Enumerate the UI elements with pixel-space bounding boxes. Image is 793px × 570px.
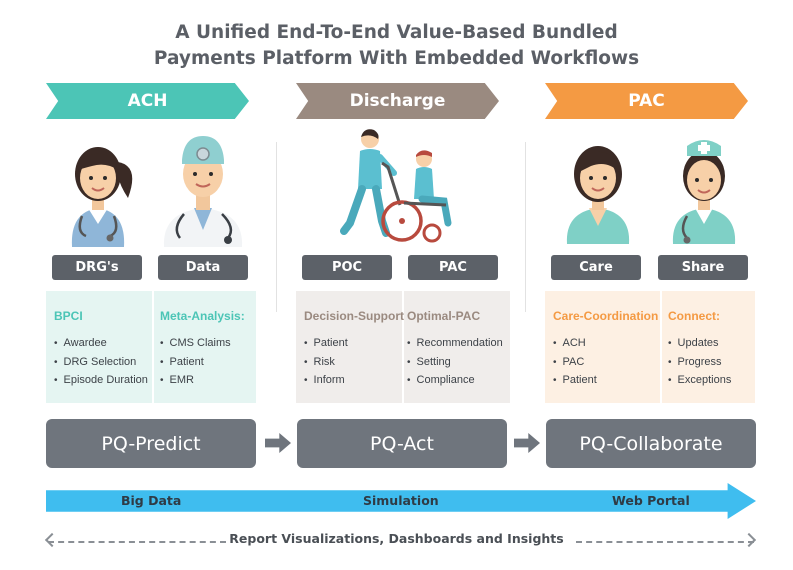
column-divider bbox=[660, 291, 662, 403]
stage-ach-chevron: ACH bbox=[46, 83, 249, 119]
product-pq-act: PQ-Act bbox=[297, 419, 507, 468]
list-item: Awardee bbox=[54, 334, 148, 353]
list-item: EMR bbox=[160, 371, 231, 390]
list-item: Exceptions bbox=[668, 371, 732, 390]
panel-list: Updates Progress Exceptions bbox=[668, 334, 732, 390]
panel-heading: Optimal-PAC bbox=[407, 309, 481, 323]
flow-arrow-icon bbox=[514, 433, 540, 453]
stage-separator bbox=[525, 142, 526, 312]
panel-list: Awardee DRG Selection Episode Duration bbox=[54, 334, 148, 390]
dashed-line-right bbox=[576, 541, 754, 543]
wheelchair-patient-icon bbox=[381, 150, 452, 243]
list-item: DRG Selection bbox=[54, 353, 148, 372]
column-divider bbox=[152, 291, 154, 403]
product-pq-predict: PQ-Predict bbox=[46, 419, 256, 468]
panel-list: Recommendation Setting Compliance bbox=[407, 334, 503, 390]
tag-care: Care bbox=[551, 255, 641, 280]
list-item: ACH bbox=[553, 334, 597, 353]
panel-heading: Connect: bbox=[668, 309, 720, 323]
stage-discharge-chevron: Discharge bbox=[296, 83, 499, 119]
list-item: Updates bbox=[668, 334, 731, 353]
female-patient-icon bbox=[71, 147, 133, 247]
female-caregiver-icon bbox=[566, 146, 630, 244]
panel-list: ACH PAC Patient bbox=[553, 334, 597, 390]
list-item: Setting bbox=[407, 353, 503, 372]
list-item: Risk bbox=[304, 353, 348, 372]
nurse-icon bbox=[672, 140, 736, 244]
product-pq-collaborate: PQ-Collaborate bbox=[546, 419, 756, 468]
flow-label-web-portal: Web Portal bbox=[612, 493, 690, 508]
flow-label-big-data: Big Data bbox=[121, 493, 182, 508]
title-line-2: Payments Platform With Embedded Workflow… bbox=[153, 48, 640, 69]
tag-data: Data bbox=[158, 255, 248, 280]
panel-list: Patient Risk Inform bbox=[304, 334, 348, 390]
panel-list: CMS Claims Patient EMR bbox=[160, 334, 231, 390]
stage-separator bbox=[276, 142, 277, 312]
tag-pac: PAC bbox=[408, 255, 498, 280]
list-item: Patient bbox=[553, 371, 597, 390]
list-item: Recommendation bbox=[407, 334, 503, 353]
list-item: PAC bbox=[553, 353, 597, 372]
list-item: Patient bbox=[160, 353, 231, 372]
doctor-icon bbox=[163, 136, 243, 247]
list-item: Patient bbox=[304, 334, 348, 353]
panel-heading: Decision-Support bbox=[304, 309, 405, 323]
flow-label-simulation: Simulation bbox=[363, 493, 439, 508]
panel-heading: Meta-Analysis: bbox=[160, 309, 245, 323]
title-line-1: A Unified End-To-End Value-Based Bundled bbox=[175, 22, 618, 43]
list-item: CMS Claims bbox=[160, 334, 231, 353]
list-item: Inform bbox=[304, 371, 348, 390]
column-divider bbox=[402, 291, 404, 403]
tag-drgs: DRG's bbox=[52, 255, 142, 280]
panel-heading: Care-Coordination bbox=[553, 309, 659, 323]
report-caption: Report Visualizations, Dashboards and In… bbox=[229, 531, 564, 546]
tag-share: Share bbox=[658, 255, 748, 280]
list-item: Compliance bbox=[407, 371, 503, 390]
panel-heading: BPCI bbox=[54, 309, 83, 323]
stage-pac-chevron: PAC bbox=[545, 83, 748, 119]
diagram-title: A Unified End-To-End Value-Based Bundled… bbox=[0, 20, 793, 72]
dashed-line-left bbox=[48, 541, 226, 543]
list-item: Progress bbox=[668, 353, 731, 372]
list-item: Episode Duration bbox=[54, 371, 148, 390]
tag-poc: POC bbox=[302, 255, 392, 280]
flow-arrow-icon bbox=[265, 433, 291, 453]
